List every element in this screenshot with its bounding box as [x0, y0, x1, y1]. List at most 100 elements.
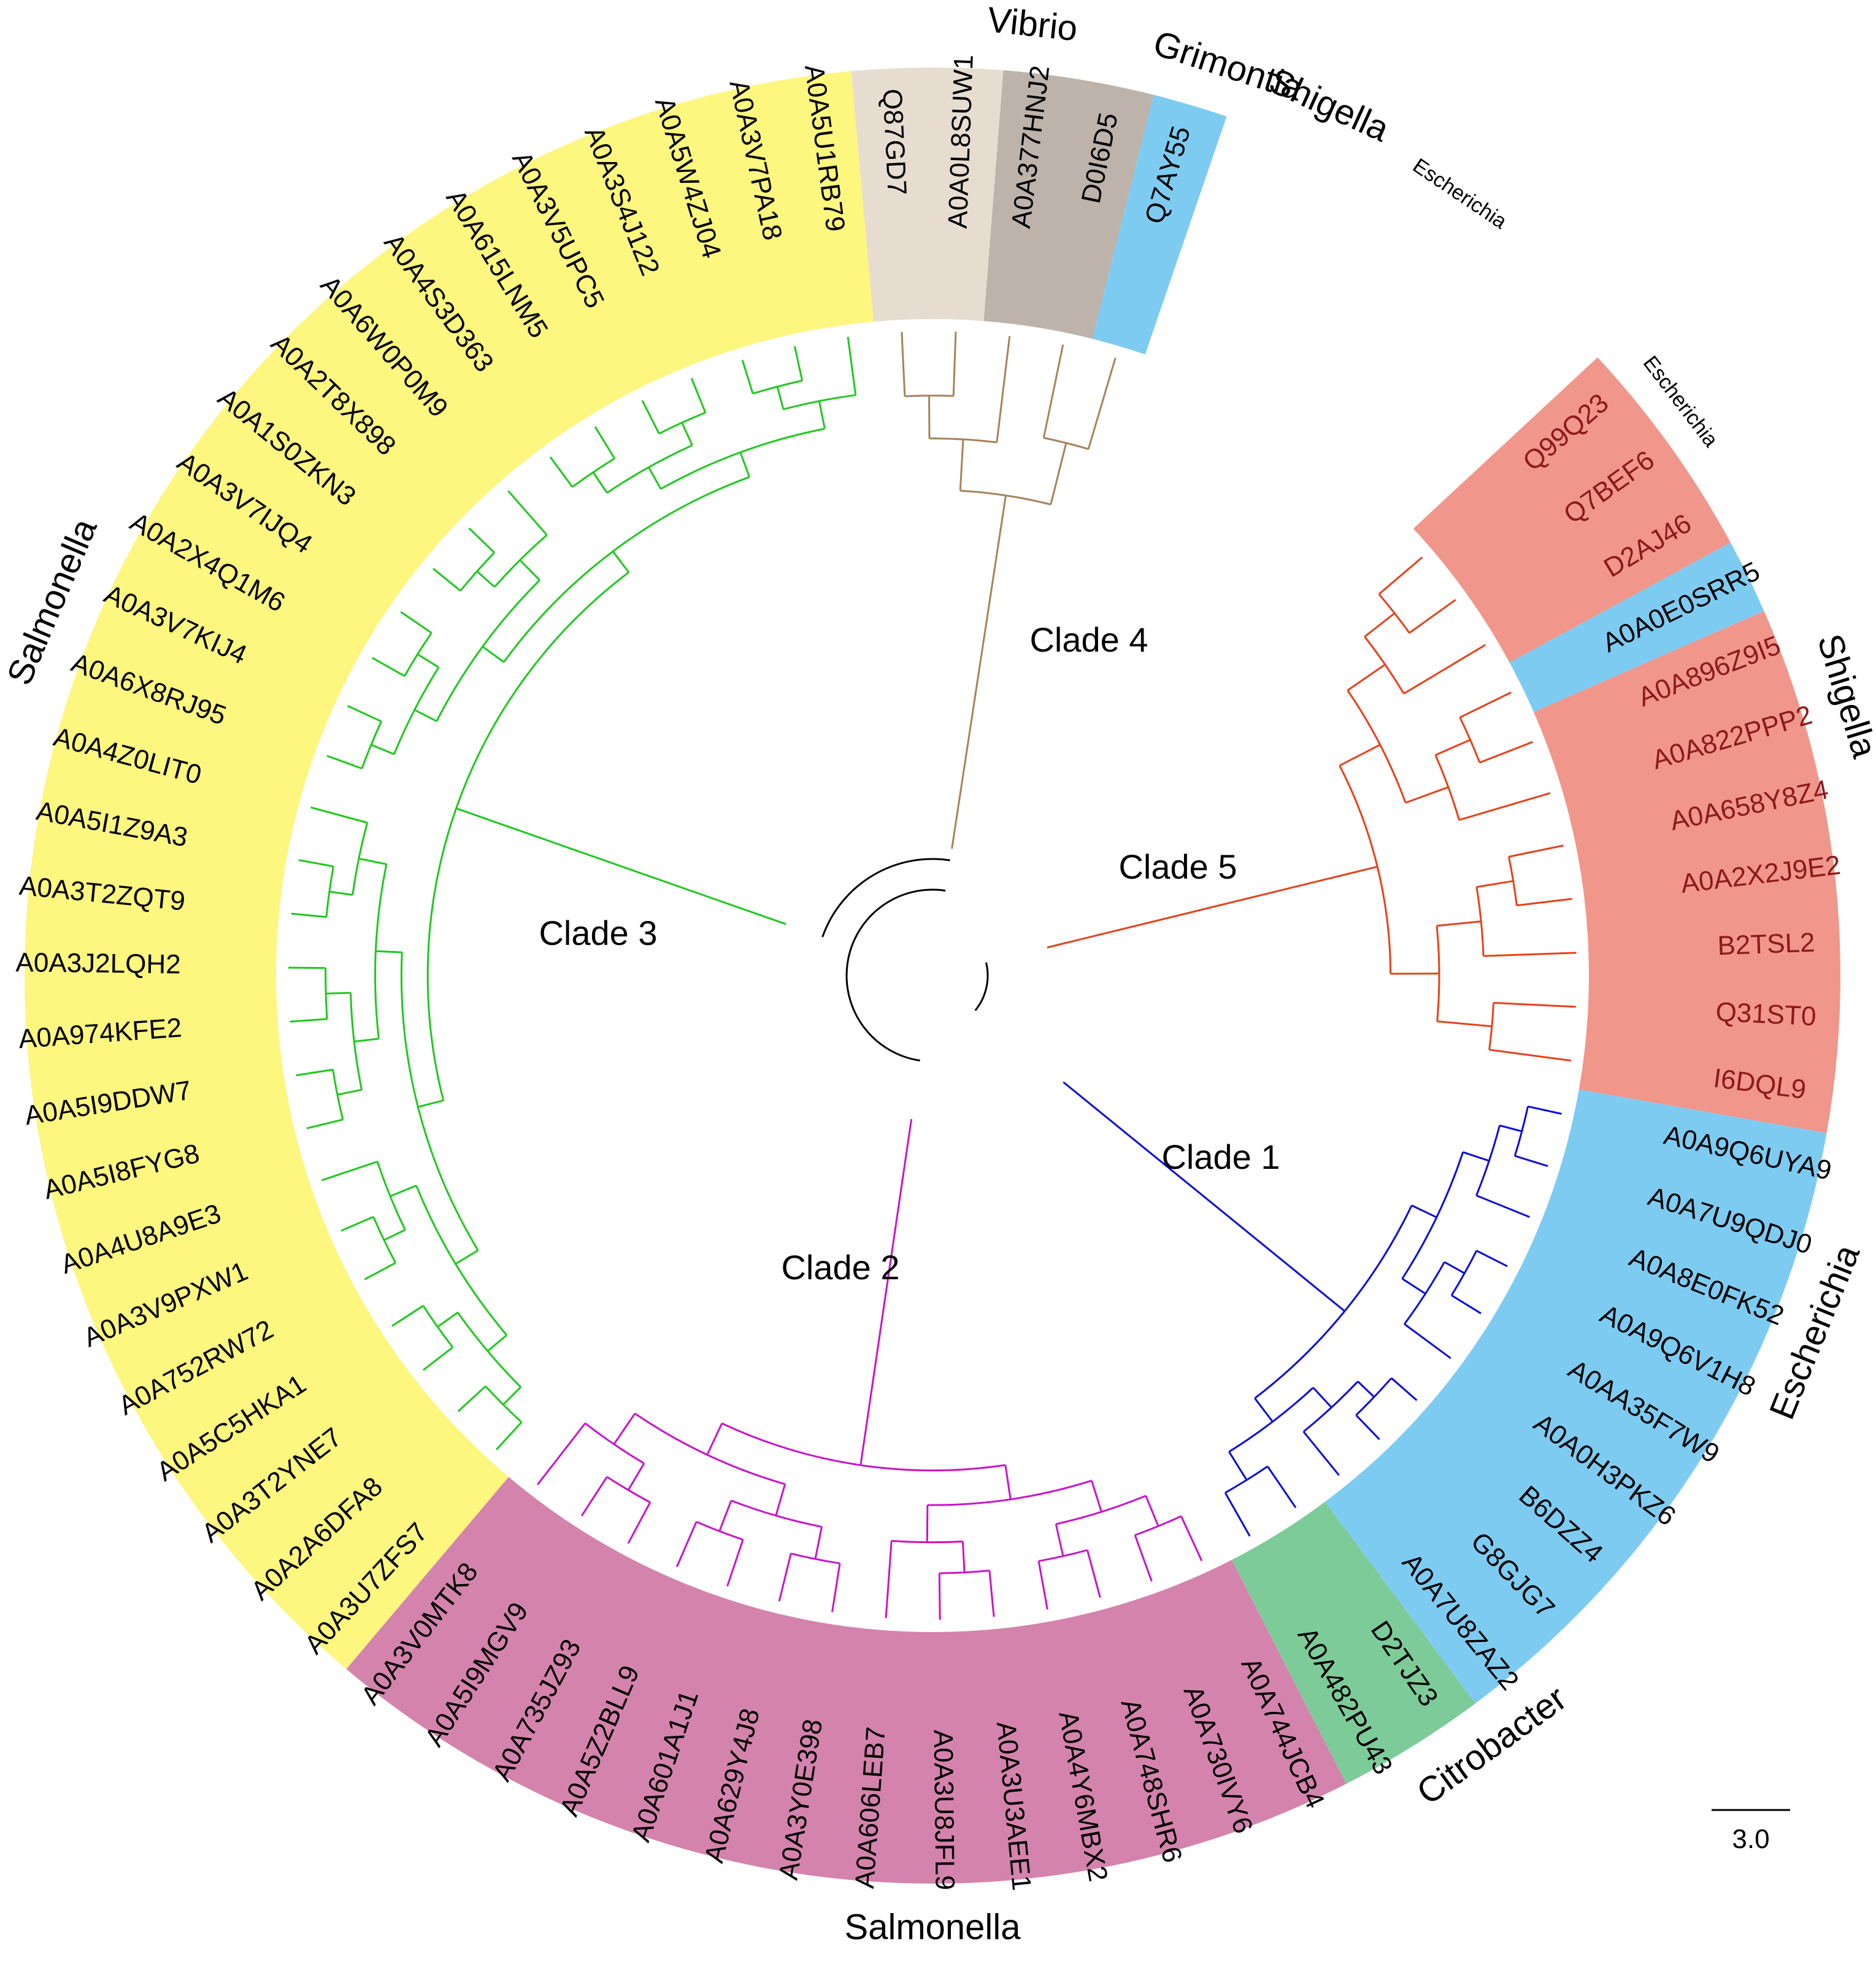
branch-tip: [690, 377, 707, 414]
branch-tip: [1489, 1049, 1572, 1062]
branch-arc: [1378, 593, 1410, 634]
branch: [502, 1386, 521, 1406]
branch: [648, 466, 662, 490]
scale-bar-label: 3.0: [1732, 1824, 1769, 1854]
band-escherichia: [1509, 542, 1764, 712]
branch-arc: [459, 552, 495, 591]
clade-stem: [480, 816, 786, 925]
backbone-arc: [821, 858, 950, 938]
clade-stem: [951, 550, 999, 849]
genus-label: Escherichia: [1409, 154, 1511, 234]
branch-tip: [340, 1215, 374, 1232]
branch-tip: [468, 527, 495, 553]
branch: [371, 744, 394, 755]
branch: [996, 495, 1007, 552]
branch-arc: [422, 1305, 454, 1348]
branch-tip: [1355, 1414, 1380, 1441]
branch-tip: [1134, 1535, 1153, 1582]
branch: [437, 1311, 459, 1328]
branch-tip: [1451, 1294, 1482, 1314]
branch-arc: [1459, 717, 1481, 763]
branch-tip: [391, 1304, 424, 1327]
branch-tip: [1403, 644, 1486, 695]
branch: [519, 559, 540, 581]
backbone-arc: [974, 962, 989, 1011]
branch-tip: [1037, 1561, 1048, 1610]
leaf-label: A0A3U8JFL9: [928, 1730, 960, 1890]
clade-stem: [864, 1119, 913, 1431]
branch-tip: [537, 1422, 586, 1485]
branch: [1055, 1523, 1064, 1557]
branch: [1357, 1381, 1375, 1398]
branch-tip: [901, 332, 906, 396]
branch-tip: [726, 1539, 744, 1587]
branch-tip: [988, 1570, 995, 1617]
branch-tip: [290, 1018, 328, 1023]
branch-tip: [793, 345, 804, 381]
band-salmonella-pink: [346, 1477, 1347, 1884]
scale-bar: 3.0: [1712, 1809, 1790, 1854]
genus-label: Shigella: [1810, 630, 1876, 763]
branch-tip: [1479, 741, 1534, 764]
genus-label: Vibrio: [985, 0, 1079, 48]
branch: [776, 386, 785, 410]
branch: [1435, 739, 1471, 757]
branch-tip: [321, 1160, 378, 1182]
branch-tip: [778, 1553, 792, 1602]
genus-bands: [24, 67, 1840, 1884]
branch-arc: [1401, 1152, 1464, 1279]
band-salmonella-yellow: [24, 71, 874, 1669]
branch: [612, 550, 630, 573]
branch: [818, 401, 826, 429]
band-shigella: [1533, 610, 1840, 1133]
branch-tip: [594, 426, 616, 460]
backbone-arc: [845, 888, 946, 1061]
branch-tip: [298, 859, 334, 868]
branch-tip: [1483, 952, 1577, 957]
branch-tip: [326, 755, 363, 769]
branch-tip: [885, 1541, 893, 1619]
leaf-label: A0A3J2LQH2: [15, 947, 181, 979]
branch-tip: [1404, 1323, 1451, 1359]
clade-label: Clade 5: [1118, 847, 1237, 886]
branch: [1321, 1292, 1345, 1312]
leaf-label: A0A0L8SUW1: [943, 54, 979, 229]
branch-tip: [1042, 344, 1064, 438]
branch-arc: [658, 412, 706, 435]
branch-tip: [1459, 691, 1512, 718]
branch-tip: [1391, 1377, 1418, 1401]
branch: [961, 1541, 966, 1573]
branch-arc: [939, 1569, 990, 1574]
branch: [775, 1484, 786, 1516]
branch: [455, 1249, 479, 1265]
branch-tip: [1459, 792, 1551, 821]
branch: [329, 890, 353, 896]
branch: [859, 1430, 867, 1466]
clade-stem: [1047, 877, 1332, 949]
branch-arc: [1044, 437, 1089, 450]
branch-tip: [1509, 844, 1564, 858]
branch: [1331, 866, 1378, 879]
leaf-label: Q87GD7: [877, 88, 912, 196]
branch: [354, 1038, 379, 1043]
branch-tip: [400, 611, 432, 634]
branch-tip: [1493, 1001, 1576, 1008]
branch-tip: [310, 806, 368, 824]
branch: [1339, 744, 1381, 767]
branch: [613, 1412, 636, 1445]
branch: [627, 1463, 645, 1491]
branch-tip: [1087, 357, 1117, 450]
branch-tip: [1378, 556, 1423, 595]
branch: [1405, 786, 1449, 804]
band-shigella: [1413, 357, 1731, 663]
branch-arc: [660, 428, 825, 490]
band-escherichia: [1324, 1089, 1827, 1704]
branch-tip: [1517, 898, 1572, 907]
branch-arc: [1513, 1106, 1529, 1157]
branch: [1364, 612, 1396, 637]
branch-tip: [1086, 1550, 1101, 1598]
branch: [417, 1099, 444, 1108]
branch: [814, 1527, 823, 1560]
branch-tip: [741, 360, 754, 395]
branch-tip: [1302, 1431, 1340, 1476]
